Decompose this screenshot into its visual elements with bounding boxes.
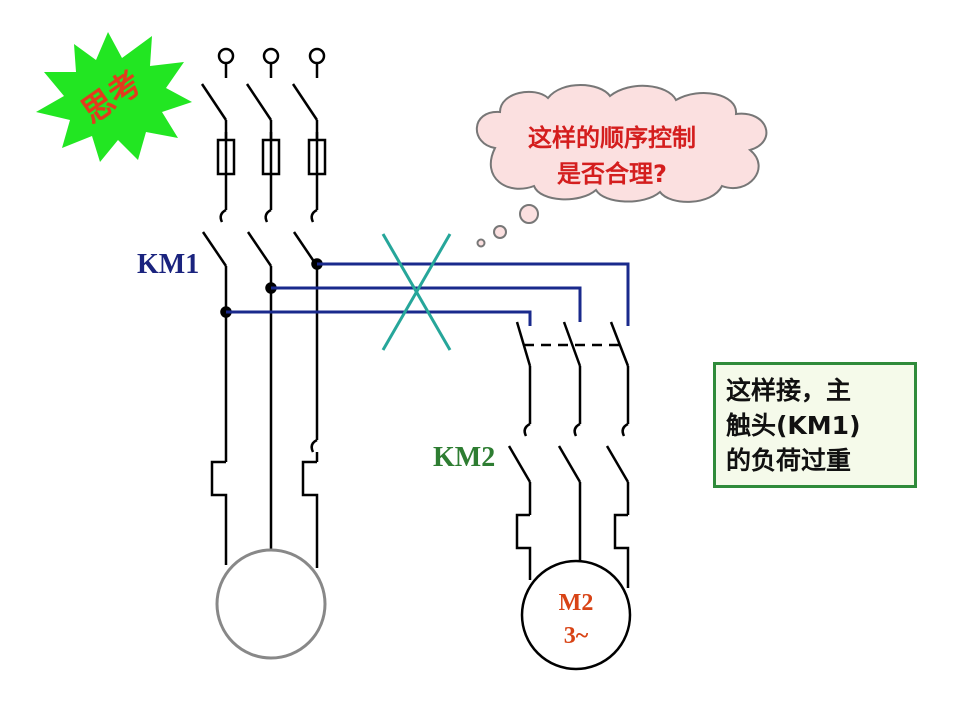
bubble-dot-large bbox=[519, 204, 539, 224]
terminal-l1 bbox=[217, 47, 235, 65]
note-line3: 的负荷过重 bbox=[726, 446, 852, 475]
thermal-relay-l1 bbox=[210, 460, 228, 565]
branch-blade-l1 bbox=[515, 321, 532, 367]
switch-blade-l2 bbox=[245, 83, 273, 121]
km2-blade-l3 bbox=[605, 445, 630, 483]
branch-relay-l3 bbox=[613, 513, 630, 588]
bubble-line2: 是否合理? bbox=[557, 160, 667, 188]
km1-hook-l2 bbox=[264, 208, 272, 223]
km1-blade-l2 bbox=[246, 231, 273, 267]
cross-mark-icon bbox=[381, 233, 452, 351]
bubble-dot-medium bbox=[493, 225, 507, 239]
wire-l2 bbox=[271, 286, 582, 322]
switch-blade-l3 bbox=[291, 83, 319, 121]
thought-bubble: 这样的顺序控制 是否合理? bbox=[475, 84, 768, 248]
blue-wires bbox=[226, 262, 630, 326]
motor2-circle bbox=[520, 559, 632, 671]
note-line2: 触头(KM1) bbox=[726, 411, 861, 440]
wire-l3 bbox=[317, 262, 630, 326]
note-box: 这样接，主 触头(KM1) 的负荷过重 bbox=[713, 362, 917, 488]
think-badge: 思考 bbox=[36, 32, 192, 162]
branch-blade-l2 bbox=[562, 321, 582, 367]
km1-hook-l1 bbox=[219, 208, 227, 223]
km2-label: KM2 bbox=[433, 442, 495, 473]
km1-hook-l3 bbox=[310, 208, 318, 223]
wire-l1 bbox=[226, 310, 532, 326]
cloud-shape bbox=[475, 84, 768, 203]
km2-blade-l1 bbox=[507, 445, 532, 483]
km1-label: KM1 bbox=[137, 249, 199, 280]
branch-relay-l1 bbox=[515, 513, 532, 580]
branch-circuit bbox=[507, 321, 630, 600]
terminal-l2 bbox=[262, 47, 280, 65]
main-circuit bbox=[200, 47, 327, 568]
thermal-relay-l3 bbox=[301, 438, 319, 568]
bubble-dot-small bbox=[476, 238, 486, 248]
motor1-circle bbox=[215, 548, 327, 660]
km2-blade-l2 bbox=[557, 445, 582, 483]
motor2: M2 3~ bbox=[520, 559, 632, 671]
switch-blade-l1 bbox=[200, 83, 228, 121]
motor2-phase: 3~ bbox=[564, 623, 589, 649]
note-line1: 这样接，主 bbox=[726, 376, 852, 405]
starburst-icon bbox=[36, 32, 192, 162]
branch-blade-l3 bbox=[609, 321, 630, 367]
terminal-l3 bbox=[308, 47, 326, 65]
bubble-line1: 这样的顺序控制 bbox=[528, 124, 696, 152]
motor2-label: M2 bbox=[559, 590, 594, 616]
km1-blade-l1 bbox=[201, 231, 228, 267]
